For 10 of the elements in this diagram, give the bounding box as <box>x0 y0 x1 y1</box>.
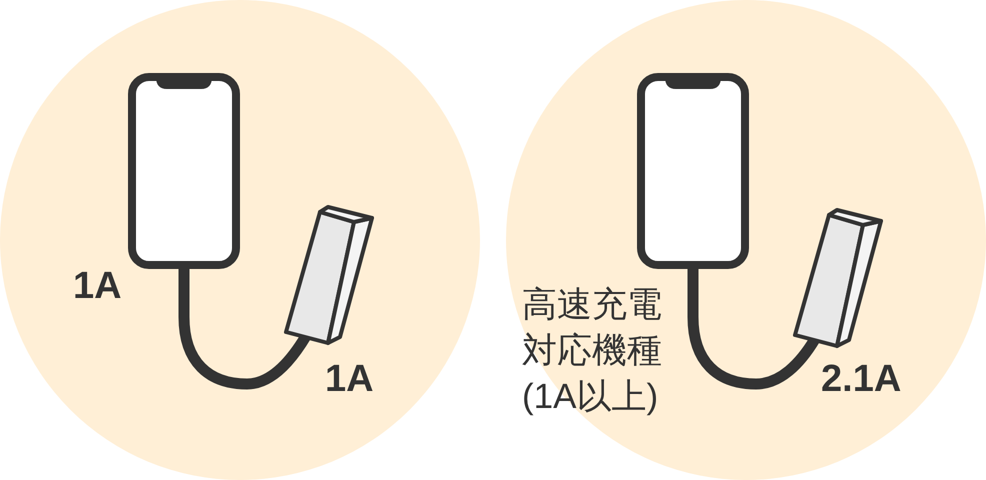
current-value: 1A <box>325 360 374 398</box>
smartphone-drawing <box>128 73 240 269</box>
cable <box>178 267 311 390</box>
compatibility-note: 高速充電対応機種(1A以上) <box>522 284 663 418</box>
cable <box>688 267 820 390</box>
charger-drawing <box>283 204 376 347</box>
charger-drawing <box>792 207 885 350</box>
current-value: 1A <box>73 267 122 305</box>
smartphone-drawing <box>637 73 749 269</box>
current-value: 2.1A <box>821 360 902 398</box>
